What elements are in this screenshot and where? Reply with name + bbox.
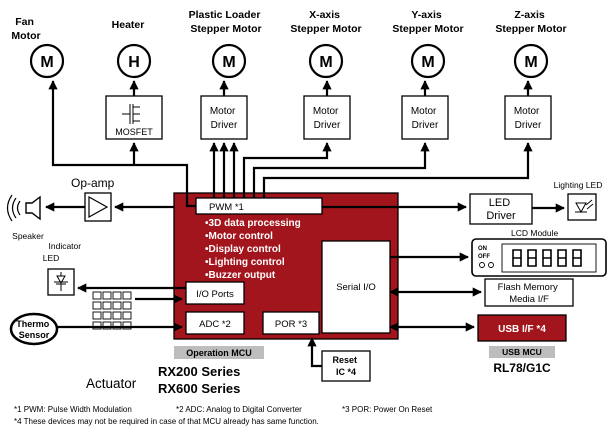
speaker-label: Speaker xyxy=(12,231,44,241)
svg-text:ADC *2: ADC *2 xyxy=(199,319,231,330)
lcd-module-label: LCD Module xyxy=(511,228,559,238)
mcu-series-name: RX200 Series RX600 Series xyxy=(158,364,244,396)
svg-text:Operation MCU: Operation MCU xyxy=(186,348,252,358)
svg-text:MOSFET: MOSFET xyxy=(115,127,153,137)
indicator-led-icon xyxy=(47,268,75,296)
thermo-sensor-icon: Thermo Sensor xyxy=(9,312,59,346)
svg-text:*1 PWM: Pulse Width Modulation: *1 PWM: Pulse Width Modulation xyxy=(14,405,132,414)
svg-text:LED Driver: LED Driver xyxy=(486,197,516,222)
flash-memory-box: Flash Memory Media I/F xyxy=(484,278,574,307)
footnotes: *1 PWM: Pulse Width Modulation *2 ADC: A… xyxy=(14,405,433,426)
actuator-label: Actuator xyxy=(86,376,137,391)
x-axis-motor-label: X-axis Stepper Motor xyxy=(290,9,361,35)
svg-text:Motor Driver: Motor Driver xyxy=(514,106,542,131)
fan-motor-symbol: M xyxy=(29,43,65,79)
svg-text:M: M xyxy=(421,54,434,71)
svg-text:H: H xyxy=(128,54,140,71)
lighting-led-label: Lighting LED xyxy=(554,180,603,190)
x-axis-motor-driver: Motor Driver xyxy=(303,95,351,140)
svg-text:ON: ON xyxy=(478,246,487,252)
lighting-led-icon xyxy=(567,193,597,221)
keypad-icon xyxy=(92,291,132,330)
svg-text:Motor Driver: Motor Driver xyxy=(313,106,341,131)
connection-lines xyxy=(45,80,565,368)
svg-text:M: M xyxy=(222,54,235,71)
pwm-box: PWM *1 xyxy=(195,197,323,215)
usb-mcu-label: USB MCU xyxy=(489,346,555,358)
lcd-seven-segment-digits xyxy=(512,249,582,267)
mosfet-box: MOSFET xyxy=(105,95,163,140)
svg-text:*4 These devices may not be re: *4 These devices may not be required in … xyxy=(14,417,319,426)
usb-if-box: USB I/F *4 xyxy=(477,314,567,342)
svg-text:Flash Memory Media I/F: Flash Memory Media I/F xyxy=(498,282,561,305)
svg-text:USB MCU: USB MCU xyxy=(502,347,542,357)
loader-motor-symbol: M xyxy=(211,43,247,79)
svg-text:M: M xyxy=(40,54,53,71)
svg-text:POR *3: POR *3 xyxy=(275,319,307,330)
loader-motor-driver: Motor Driver xyxy=(200,95,248,140)
svg-text:*3 POR: Power On Reset: *3 POR: Power On Reset xyxy=(342,405,433,414)
heater-label: Heater xyxy=(112,19,145,31)
svg-text:Motor Driver: Motor Driver xyxy=(411,106,439,131)
lcd-module-icon: ON OFF xyxy=(471,238,607,277)
por-box: POR *3 xyxy=(262,311,320,335)
svg-text:Motor Driver: Motor Driver xyxy=(210,106,238,131)
loader-motor-label: Plastic Loader Stepper Motor xyxy=(189,9,264,35)
svg-text:Serial I/O: Serial I/O xyxy=(336,282,376,293)
z-axis-motor-driver: Motor Driver xyxy=(504,95,552,140)
speaker-icon xyxy=(6,194,41,222)
reset-ic-box: Reset IC *4 xyxy=(321,350,371,382)
z-axis-motor-symbol: M xyxy=(513,43,549,79)
io-ports-box: I/O Ports xyxy=(185,281,245,305)
svg-text:PWM *1: PWM *1 xyxy=(209,202,244,213)
led-driver-box: LED Driver xyxy=(469,193,533,225)
svg-text:Thermo Sensor: Thermo Sensor xyxy=(16,319,52,340)
svg-text:Reset IC *4: Reset IC *4 xyxy=(332,355,359,377)
svg-text:M: M xyxy=(319,54,332,71)
svg-text:OFF: OFF xyxy=(478,254,490,260)
y-axis-motor-label: Y-axis Stepper Motor xyxy=(392,9,463,35)
x-axis-motor-symbol: M xyxy=(308,43,344,79)
svg-text:I/O Ports: I/O Ports xyxy=(196,289,234,300)
y-axis-motor-symbol: M xyxy=(410,43,446,79)
opamp-symbol xyxy=(84,192,112,222)
opamp-label: Op-amp xyxy=(71,176,115,190)
y-axis-motor-driver: Motor Driver xyxy=(401,95,449,140)
fan-motor-label: Fan Motor xyxy=(11,16,40,42)
indicator-led-label: Indicator LED xyxy=(43,241,84,263)
mcu-function-list: •3D data processing •Motor control •Disp… xyxy=(205,218,304,281)
z-axis-motor-label: Z-axis Stepper Motor xyxy=(495,9,566,35)
svg-text:M: M xyxy=(524,54,537,71)
serial-io-box: Serial I/O xyxy=(321,240,391,334)
mosfet-icon xyxy=(122,104,140,124)
heater-symbol: H xyxy=(116,43,152,79)
operation-mcu-label: Operation MCU xyxy=(174,346,264,359)
usb-mcu-name: RL78/G1C xyxy=(493,361,551,375)
svg-text:USB I/F *4: USB I/F *4 xyxy=(498,324,546,335)
adc-box: ADC *2 xyxy=(185,311,245,335)
svg-text:*2 ADC: Analog to Digital Conv: *2 ADC: Analog to Digital Converter xyxy=(176,405,302,414)
